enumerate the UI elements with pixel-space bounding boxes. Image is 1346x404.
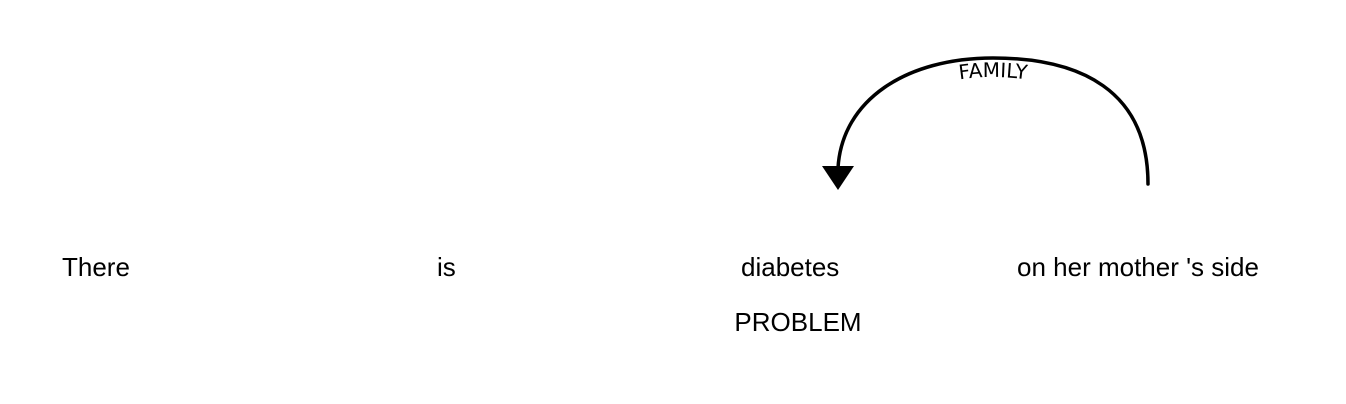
- token-mother-side: on her mother 's side: [1017, 252, 1259, 282]
- relation-label-text: FAMILY: [957, 58, 1029, 84]
- arrowhead-icon: [822, 166, 854, 190]
- relation-label: FAMILY: [957, 58, 1029, 84]
- entity-label-problem: PROBLEM: [734, 307, 861, 337]
- token-is: is: [437, 252, 456, 282]
- token-there: There: [62, 252, 130, 282]
- relation-arc: [836, 56, 1150, 186]
- token-diabetes: diabetes: [741, 252, 839, 282]
